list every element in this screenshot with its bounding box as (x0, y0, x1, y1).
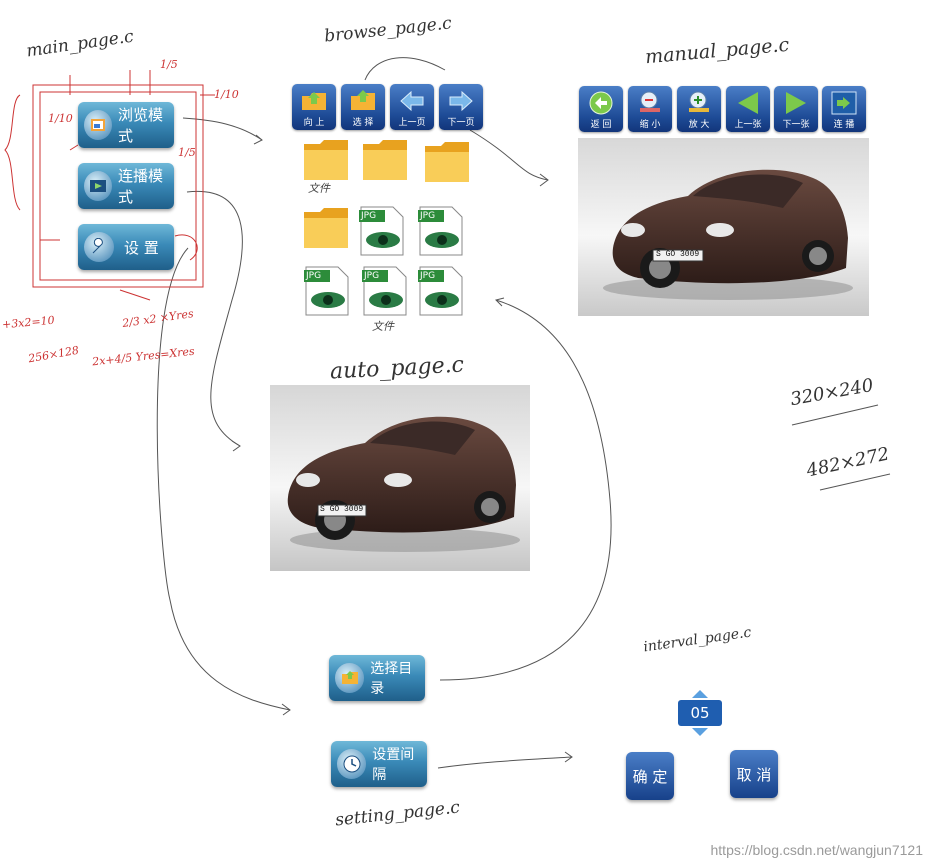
interval-value: 05 (690, 704, 710, 722)
cancel-button[interactable]: 取 消 (730, 750, 778, 798)
jpg-file-icon[interactable]: JPG (359, 206, 405, 256)
browse-next-page-label: 下一页 (447, 118, 475, 128)
jpg-label: JPG (420, 211, 436, 221)
confirm-button[interactable]: 确 定 (626, 752, 674, 800)
car-photo-auto: S GO 3009 (270, 385, 530, 571)
interval-spinner[interactable]: 05 (676, 688, 724, 738)
cancel-label: 取 消 (736, 765, 772, 784)
set-interval-label: 设置间隔 (372, 747, 415, 783)
note-ratio-3: 1/5 (178, 146, 196, 159)
spinner-down-icon (692, 728, 708, 736)
folder-icon[interactable] (302, 138, 350, 182)
browse-select-button[interactable]: 选 择 (341, 84, 385, 130)
file-caption: 文件 (372, 320, 394, 333)
folder-up-icon (302, 92, 326, 110)
note-ratio-2: 1/10 (214, 88, 239, 101)
clock-icon (337, 749, 367, 779)
confirm-label: 确 定 (632, 767, 668, 786)
jpg-file-icon[interactable]: JPG (418, 266, 464, 316)
browse-up-label: 向 上 (303, 118, 325, 128)
settings-button[interactable]: 设 置 (78, 224, 174, 270)
manual-next-label: 下一张 (782, 120, 810, 130)
manual-zoom-in-label: 放 大 (688, 120, 710, 130)
spinner-up-icon (692, 690, 708, 698)
select-directory-label: 选择目录 (370, 661, 413, 697)
manual-next-button[interactable]: 下一张 (774, 86, 818, 132)
browse-mode-label: 浏览模式 (118, 106, 164, 145)
triangle-left-icon (738, 92, 758, 114)
slideshow-mode-button[interactable]: 连播模式 (78, 163, 174, 209)
browse-icon (84, 110, 112, 140)
slideshow-icon (831, 91, 857, 115)
manual-zoom-out-label: 缩 小 (639, 120, 661, 130)
license-plate: S GO 3009 (656, 250, 700, 259)
jpg-label: JPG (420, 271, 436, 281)
note-ratio-1: 1/5 (160, 58, 178, 71)
watermark: https://blog.csdn.net/wangjun7121 (710, 842, 924, 858)
arrow-right-icon (449, 90, 473, 112)
select-directory-button[interactable]: 选择目录 (329, 655, 425, 701)
manual-zoom-in-button[interactable]: 放 大 (677, 86, 721, 132)
jpg-file-icon[interactable]: JPG (304, 266, 350, 316)
jpg-label: JPG (364, 271, 380, 281)
license-plate: S GO 3009 (320, 505, 364, 514)
zoom-in-icon (689, 91, 709, 112)
wrench-icon (84, 232, 114, 262)
browse-prev-page-label: 上一页 (398, 118, 426, 128)
jpg-file-icon[interactable]: JPG (418, 206, 464, 256)
folder-select-icon (351, 90, 375, 110)
manual-prev-button[interactable]: 上一张 (726, 86, 770, 132)
arrow-left-icon (400, 90, 424, 112)
car-photo-manual: S GO 3009 (578, 138, 869, 316)
jpg-label: JPG (361, 211, 377, 221)
folder-icon[interactable] (302, 206, 350, 250)
jpg-file-icon[interactable]: JPG (362, 266, 408, 316)
note-ratio-4: 1/10 (48, 112, 73, 125)
settings-label: 设 置 (124, 238, 159, 257)
folder-caption: 文件 (308, 182, 330, 195)
zoom-out-icon (640, 91, 660, 112)
folder-select-icon (335, 663, 365, 693)
manual-back-button[interactable]: 返 回 (579, 86, 623, 132)
folder-icon[interactable] (361, 138, 409, 182)
manual-slideshow-button[interactable]: 连 播 (822, 86, 866, 132)
browse-up-button[interactable]: 向 上 (292, 84, 336, 130)
browse-prev-page-button[interactable]: 上一页 (390, 84, 434, 130)
back-icon (589, 91, 613, 115)
browse-mode-button[interactable]: 浏览模式 (78, 102, 174, 148)
set-interval-button[interactable]: 设置间隔 (331, 741, 427, 787)
folder-icon[interactable] (423, 140, 471, 184)
browse-select-label: 选 择 (352, 118, 374, 128)
manual-slideshow-label: 连 播 (833, 120, 855, 130)
manual-zoom-out-button[interactable]: 缩 小 (628, 86, 672, 132)
manual-back-label: 返 回 (590, 120, 612, 130)
slideshow-mode-label: 连播模式 (118, 167, 164, 206)
slideshow-icon (84, 171, 112, 201)
triangle-right-icon (786, 92, 806, 114)
manual-prev-label: 上一张 (734, 120, 762, 130)
jpg-label: JPG (306, 271, 322, 281)
browse-next-page-button[interactable]: 下一页 (439, 84, 483, 130)
